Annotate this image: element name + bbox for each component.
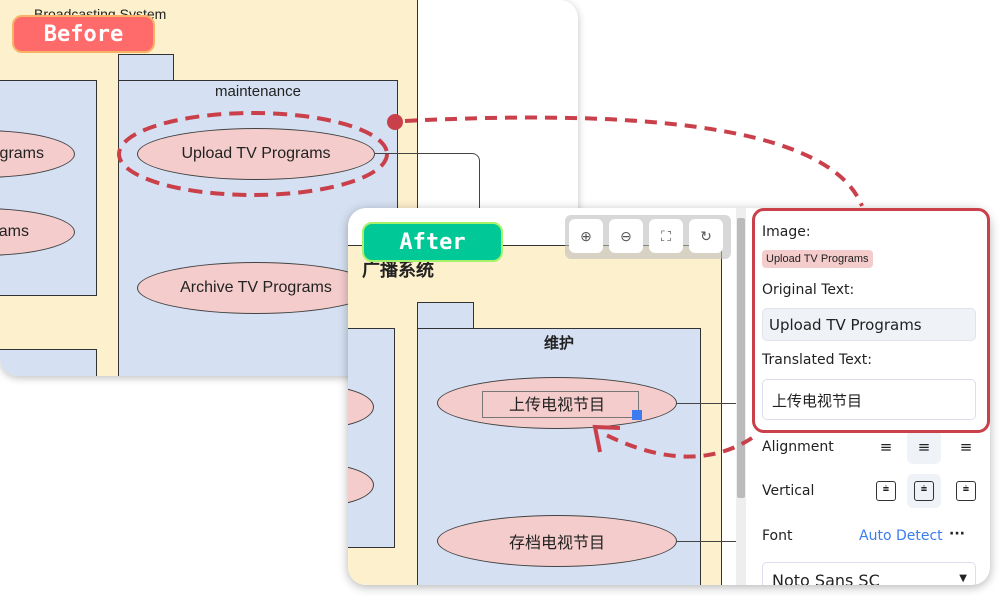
- original-text-label: Original Text:: [762, 282, 855, 298]
- after-badge: After: [362, 222, 503, 262]
- highlight-box: [752, 208, 990, 433]
- font-select[interactable]: Noto Sans SC▼: [762, 562, 976, 585]
- connector-dot: [387, 114, 403, 130]
- valign-middle-icon[interactable]: ⩧: [907, 474, 941, 508]
- translated-text-field[interactable]: 上传电视节目: [762, 379, 976, 420]
- align-center-icon[interactable]: ≡: [907, 430, 941, 464]
- zoom-out-icon[interactable]: ⊖: [609, 219, 643, 253]
- valign-top-icon[interactable]: ⩧: [869, 474, 903, 508]
- package-title: 维护: [543, 335, 574, 352]
- system-title: 广播系统: [362, 260, 434, 280]
- translation-panel: Image: Upload TV Programs Original Text:…: [750, 208, 990, 585]
- package-left: [348, 328, 395, 548]
- package-tab: [118, 54, 174, 81]
- use-case-upload[interactable]: 上传电视节目: [437, 377, 677, 429]
- fit-view-icon[interactable]: ⛶: [649, 219, 683, 253]
- before-screenshot: Broadcasting System grams ams maintenanc…: [0, 0, 578, 376]
- after-screenshot: 广播系统 维护 上传电视节目 存档电视节目 ⊕ ⊖ ⛶ ↻ Image: Upl…: [348, 208, 990, 585]
- valign-bottom-icon[interactable]: ⩧: [949, 474, 983, 508]
- align-right-icon[interactable]: ≡: [959, 438, 973, 456]
- translated-text-label: Translated Text:: [762, 352, 872, 368]
- vertical-label: Vertical: [762, 483, 815, 499]
- align-left-icon[interactable]: ≡: [879, 438, 893, 456]
- connector-line: [375, 153, 480, 213]
- zoom-in-icon[interactable]: ⊕: [569, 219, 603, 253]
- resize-handle[interactable]: [632, 410, 642, 420]
- before-badge: Before: [12, 15, 155, 53]
- package-left: [0, 80, 97, 296]
- image-label: Image:: [762, 224, 811, 240]
- scrollbar[interactable]: [736, 208, 746, 585]
- original-text-field[interactable]: Upload TV Programs: [762, 308, 976, 341]
- dropdown-arrow-icon: ▼: [959, 573, 967, 584]
- connector-curve-return: [599, 430, 754, 459]
- connector-curve: [404, 115, 864, 207]
- connector-line: [676, 541, 736, 542]
- font-label: Font: [762, 528, 793, 544]
- use-case-upload[interactable]: Upload TV Programs: [137, 128, 375, 180]
- use-case-archive[interactable]: 存档电视节目: [437, 515, 677, 567]
- use-case-archive[interactable]: Archive TV Programs: [137, 262, 375, 314]
- arrowhead-icon: [592, 424, 621, 453]
- zoom-toolbar: ⊕ ⊖ ⛶ ↻: [565, 215, 731, 259]
- auto-detect-link[interactable]: Auto Detect: [859, 528, 943, 544]
- more-options-icon[interactable]: ···: [949, 526, 965, 542]
- connector-line: [676, 403, 736, 404]
- alignment-label: Alignment: [762, 439, 834, 455]
- package-title: maintenance: [215, 83, 301, 100]
- image-chip: Upload TV Programs: [762, 250, 873, 268]
- package-left-2: [0, 349, 97, 376]
- highlight-ellipse: [117, 111, 389, 197]
- reset-icon[interactable]: ↻: [689, 219, 723, 253]
- text-selection-box[interactable]: [482, 391, 639, 418]
